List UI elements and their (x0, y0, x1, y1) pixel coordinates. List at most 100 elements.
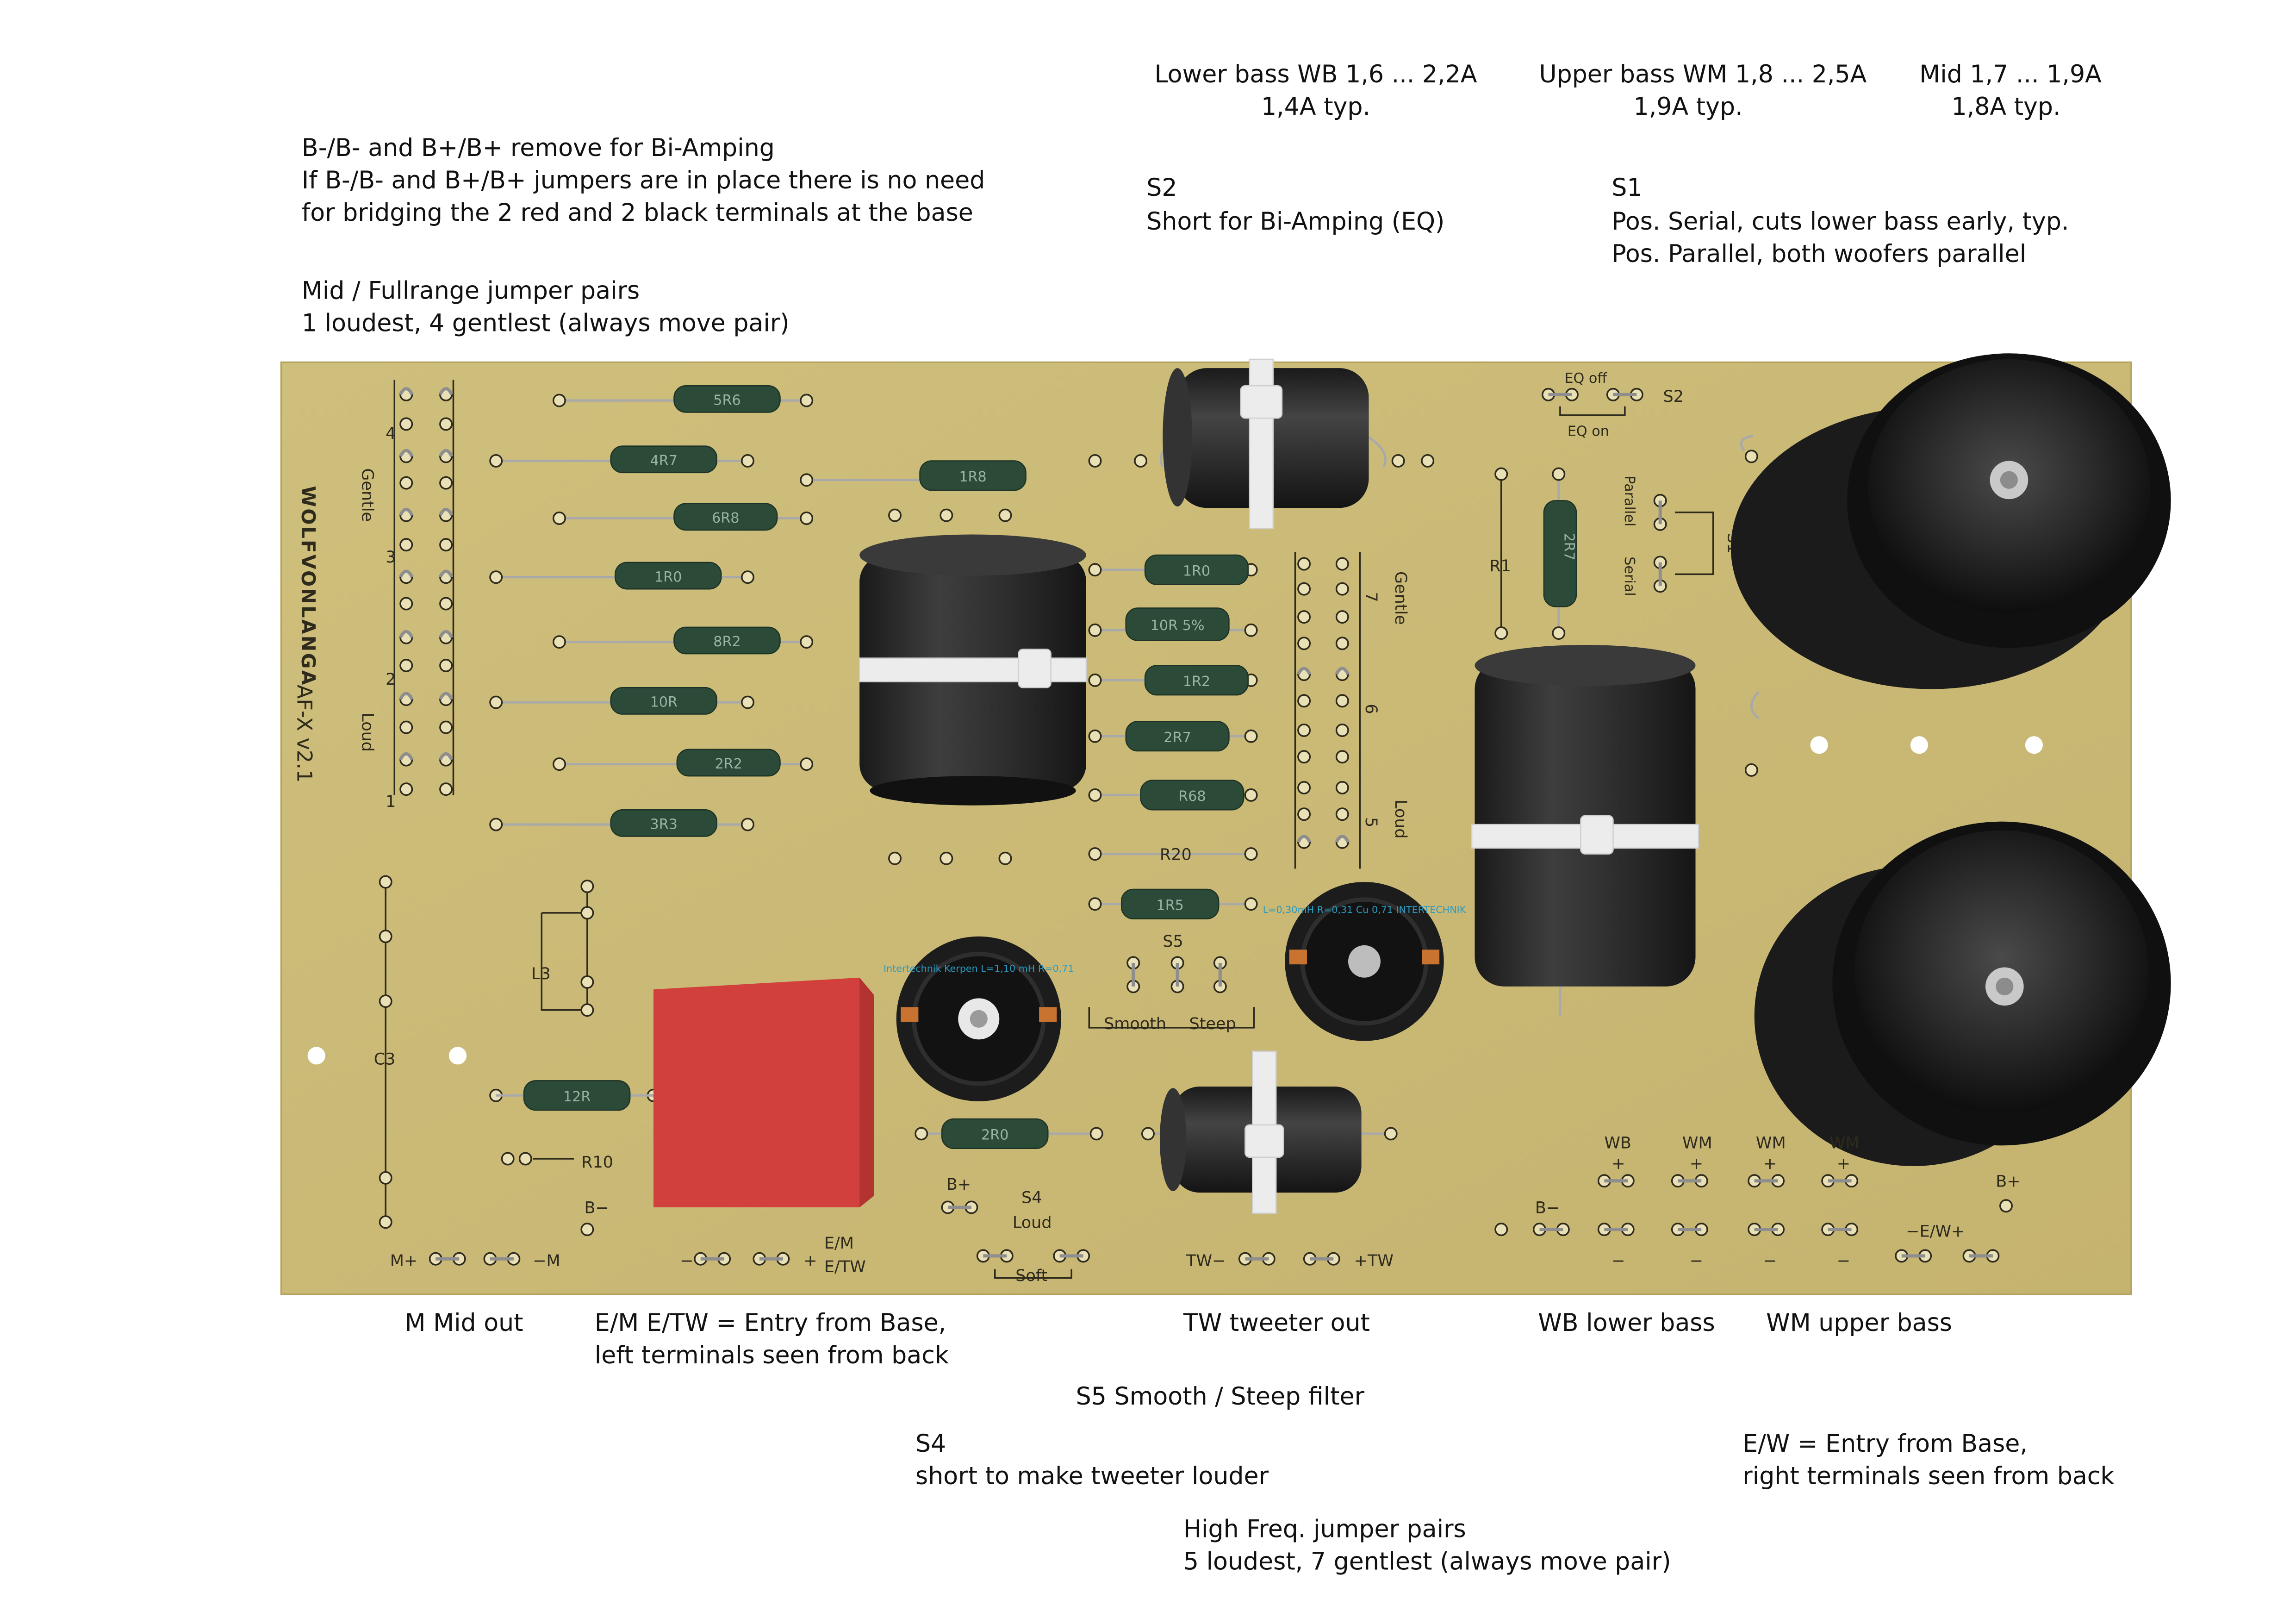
resistor: 2R2 (676, 749, 781, 777)
note-s2-line2: Short for Bi-Amping (EQ) (1146, 208, 1444, 236)
resistor: 2R0 (941, 1118, 1049, 1149)
note-ew-line2: right terminals seen from back (1742, 1462, 2115, 1490)
silk-loud-left: Loud (358, 712, 376, 752)
silk-parallel: Parallel (1621, 475, 1637, 526)
note-s1-line1: S1 (1612, 174, 1642, 202)
resistor: 6R8 (673, 503, 778, 531)
silk-tw-plus: +TW (1354, 1252, 1394, 1270)
note-wb: WB lower bass (1538, 1309, 1715, 1337)
note-bi-amping-line3: for bridging the 2 red and 2 black termi… (302, 199, 973, 227)
silk-r1: R1 (1489, 557, 1511, 575)
film-capacitor (653, 977, 874, 1207)
resistor: 1R5 (1120, 888, 1220, 919)
silk-b-plus-right: B+ (1996, 1172, 2020, 1191)
bottom-air-coil (1141, 1050, 1398, 1214)
svg-text:10R: 10R (650, 694, 678, 711)
ferrite-inductor-right: L=0,30mH R=0,31 Cu 0,71 INTERTECHNIK (1263, 882, 1466, 1041)
hf-section: 1R0 10R 5% 1R2 2R7 R68 R20 1R5 (1088, 552, 1410, 919)
note-upper-bass-line2: 1,9A typ. (1634, 93, 1743, 121)
svg-text:5R6: 5R6 (713, 393, 740, 409)
ferrite-inductor-left: Intertechnik Kerpen L=1,10 mH R=0,71 (884, 936, 1074, 1101)
electrolytic-capacitor-top (1730, 353, 2171, 777)
silk-b-minus-right: B− (1535, 1199, 1560, 1218)
silk-tw-minus: TW− (1186, 1252, 1226, 1270)
svg-text:1R8: 1R8 (959, 469, 986, 485)
s4-switch: 2R0 B+ S4 Loud Soft (915, 1118, 1103, 1285)
silk-jumper-2: 2 (386, 670, 396, 689)
svg-text:−: − (1690, 1252, 1703, 1270)
board-model: AF-X v2.1 (292, 685, 316, 783)
note-upper-bass-line1: Upper bass WM 1,8 ... 2,5A (1539, 61, 1867, 88)
pcb-board: 4 3 2 1 Gentle Loud WOLFVONLANGA AF-X v2… (280, 353, 2171, 1295)
note-em-etw-line1: E/M E/TW = Entry from Base, (595, 1309, 946, 1337)
note-s4-line1: S4 (915, 1430, 946, 1458)
resistor: 12R (523, 1080, 631, 1111)
silk-b-plus-mid: B+ (946, 1175, 971, 1194)
resistor: 8R2 (673, 626, 781, 655)
note-bi-amping-line2: If B-/B- and B+/B+ jumpers are in place … (302, 167, 985, 194)
note-s2-line1: S2 (1146, 174, 1177, 202)
silk-jumper-7: 7 (1362, 592, 1380, 602)
note-s5: S5 Smooth / Steep filter (1076, 1383, 1365, 1411)
svg-text:6R8: 6R8 (712, 510, 739, 526)
svg-text:3R3: 3R3 (650, 817, 678, 833)
silk-wm-2: WM (1756, 1134, 1786, 1153)
svg-text:8R2: 8R2 (713, 634, 740, 650)
mid-jumper-pairs: 4 3 2 1 Gentle Loud (358, 380, 454, 811)
silk-s2: S2 (1663, 387, 1684, 406)
silk-ew-terminals: −E/W+ (1906, 1223, 1965, 1241)
resistor: 4R7 (610, 445, 717, 474)
svg-text:1R5: 1R5 (1156, 897, 1183, 913)
svg-text:10R 5%: 10R 5% (1151, 618, 1205, 634)
note-lower-bass-line2: 1,4A typ. (1261, 93, 1370, 121)
svg-text:+: + (1763, 1155, 1777, 1173)
svg-text:+: + (1612, 1155, 1625, 1173)
inductor-label-left: Intertechnik Kerpen L=1,10 mH R=0,71 (884, 963, 1074, 974)
note-s4-line2: short to make tweeter louder (915, 1462, 1269, 1490)
resistor: 1R0 (615, 562, 722, 590)
annotations: B-/B- and B+/B+ remove for Bi-Amping If … (302, 61, 2115, 1575)
inductor-label-right: L=0,30mH R=0,31 Cu 0,71 INTERTECHNIK (1263, 904, 1466, 915)
silk-jumper-5: 5 (1362, 817, 1380, 827)
note-wm: WM upper bass (1766, 1309, 1952, 1337)
resistor: 10R 5% (1125, 607, 1230, 641)
resistor: 10R (610, 687, 717, 715)
note-m-out: M Mid out (405, 1309, 523, 1337)
silk-loud: Loud (1013, 1213, 1052, 1232)
svg-text:+: + (1690, 1155, 1703, 1173)
note-hf-jumpers-line1: High Freq. jumper pairs (1183, 1515, 1466, 1543)
svg-text:1R0: 1R0 (1183, 563, 1210, 580)
svg-text:1R0: 1R0 (654, 569, 682, 585)
silk-c3: C3 (374, 1050, 396, 1068)
note-mid-line2: 1,8A typ. (1951, 93, 2060, 121)
silk-s5: S5 (1163, 932, 1183, 951)
bass-terminals: WB WM WM WM + + + + B+ B− (1494, 1134, 2021, 1270)
silk-jumper-1: 1 (386, 793, 396, 811)
silk-etw: E/TW (824, 1258, 866, 1276)
note-bi-amping-line1: B-/B- and B+/B+ remove for Bi-Amping (302, 134, 775, 162)
note-s1-line2: Pos. Serial, cuts lower bass early, typ. (1612, 208, 2069, 236)
silk-em: E/M (824, 1234, 854, 1253)
silk-eq-off: EQ off (1564, 370, 1607, 387)
silk-jumper-3: 3 (386, 548, 396, 567)
left-resistor-ladder: 5R6 4R7 6R8 1R0 8R2 10R (489, 385, 1027, 865)
resistor: 1R0 (1144, 554, 1249, 585)
svg-text:R68: R68 (1178, 788, 1206, 805)
note-mid-jumpers-line1: Mid / Fullrange jumper pairs (302, 277, 640, 305)
resistor: 1R8 (919, 460, 1027, 491)
silk-l3: L3 (531, 965, 551, 983)
note-mid-line1: Mid 1,7 ... 1,9A (1919, 61, 2102, 88)
svg-text:2R7: 2R7 (1561, 533, 1577, 560)
svg-text:2R7: 2R7 (1164, 730, 1191, 746)
note-tw-out: TW tweeter out (1183, 1309, 1370, 1337)
svg-text:−: − (1612, 1252, 1625, 1270)
left-terminals: M+ −M − + E/M E/TW TW− +TW (390, 1234, 1394, 1276)
note-ew-line1: E/W = Entry from Base, (1742, 1430, 2028, 1458)
resistor: 5R6 (673, 385, 781, 413)
silk-eq-on: EQ on (1568, 423, 1609, 439)
silk-m-minus: −M (533, 1252, 560, 1270)
svg-text:+: + (803, 1252, 817, 1270)
resistor: 2R7 (1125, 721, 1230, 752)
top-air-coil (1088, 358, 1435, 530)
silk-wb: WB (1604, 1134, 1631, 1153)
